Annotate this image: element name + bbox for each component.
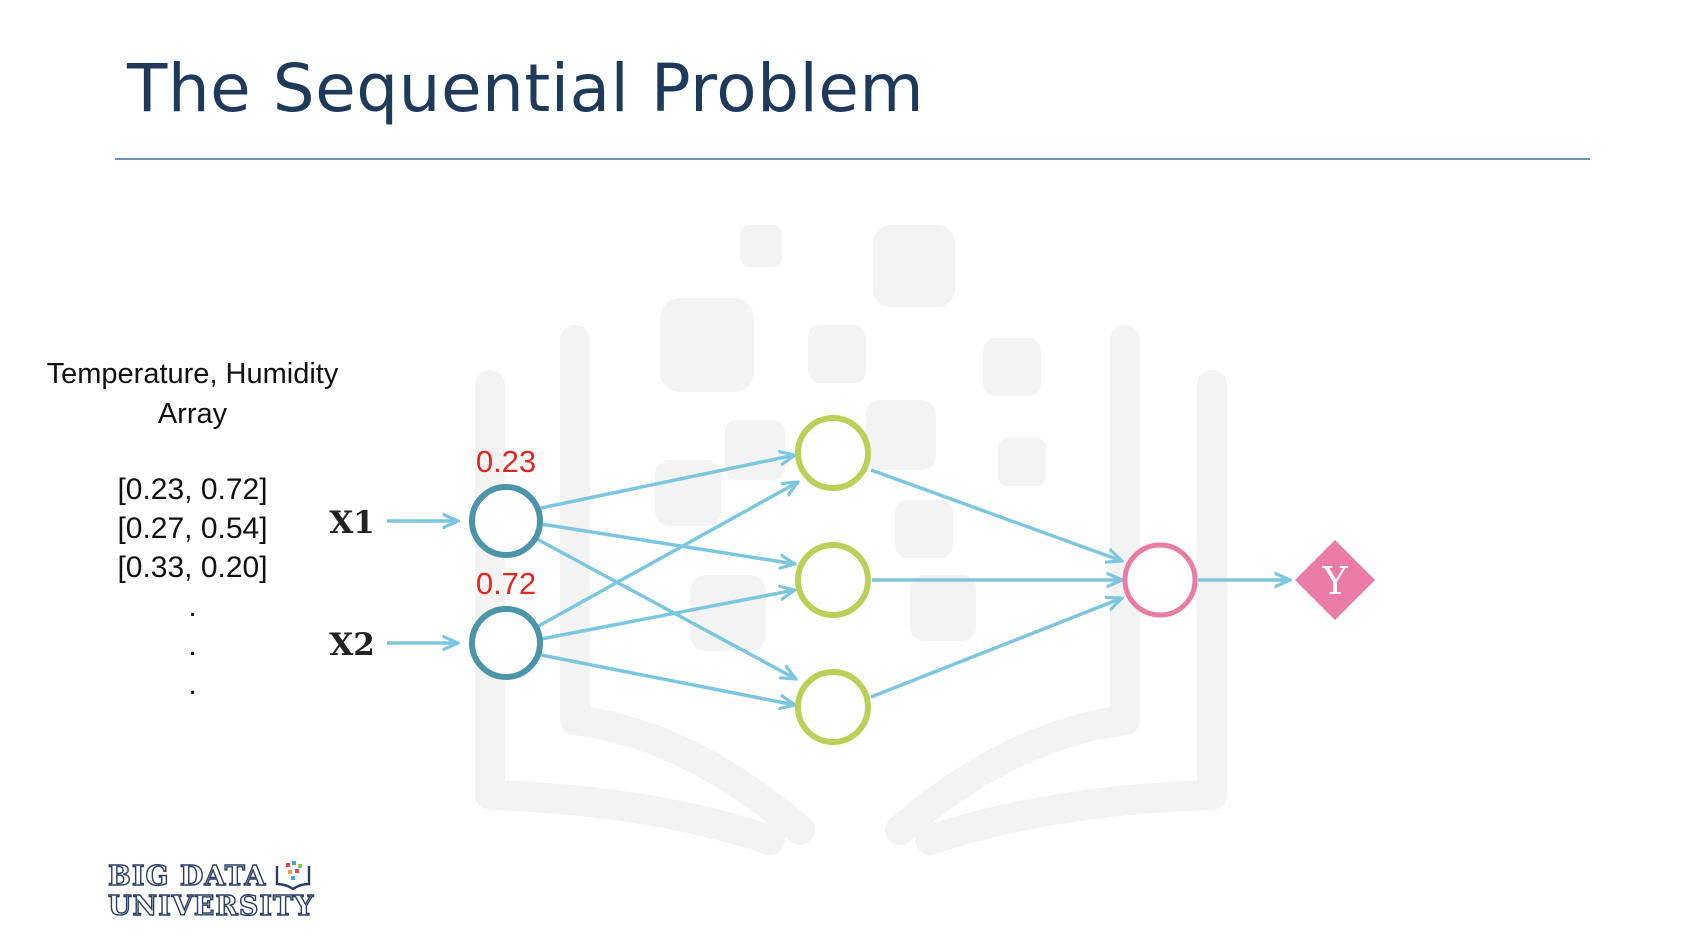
input-array-row: [0.23, 0.72]	[117, 473, 268, 506]
edge-h1-out	[870, 468, 1122, 561]
input-caption-line: Array	[157, 398, 228, 430]
output-y-label: Y	[1321, 559, 1348, 603]
input-node-x1	[469, 484, 543, 558]
hidden-node	[795, 669, 871, 745]
input-caption: Temperature, Humidity Array	[20, 354, 365, 434]
input-node-x2	[469, 606, 543, 680]
input-label-x2: X2	[329, 627, 375, 663]
edge-i2-h2	[540, 590, 795, 641]
input-label-x1: X1	[329, 505, 375, 541]
slide-title: The Sequential Problem	[127, 50, 925, 127]
logo-book-icon	[275, 861, 311, 890]
edge-i2-h3	[540, 653, 795, 705]
logo-line: BIG DATA	[107, 861, 267, 892]
output-node	[1122, 542, 1198, 618]
hidden-node	[795, 542, 871, 618]
edge-i1-h2	[540, 522, 795, 564]
title-divider	[115, 158, 1590, 160]
input-array-list: [0.23, 0.72] [0.27, 0.54] [0.33, 0.20] .…	[20, 470, 365, 704]
edge-i1-h3	[534, 536, 796, 679]
hidden-node	[795, 415, 871, 491]
ellipsis-dot: .	[188, 590, 197, 623]
logo-line: UNIVERSITY	[107, 891, 315, 922]
edge-i2-h1	[534, 482, 798, 630]
edge-i1-h1	[540, 455, 795, 510]
big-data-university-logo: BIG DATA UNIVERSITY	[107, 861, 315, 922]
input-caption-line: Temperature, Humidity	[46, 358, 339, 390]
input-value-x1: 0.23	[476, 444, 536, 479]
ellipsis-dot: .	[188, 629, 197, 662]
ellipsis-dot: .	[188, 668, 197, 701]
input-value-x2: 0.72	[476, 566, 536, 601]
input-array-row: [0.27, 0.54]	[117, 512, 268, 545]
edge-h3-out	[870, 598, 1122, 699]
output-y-diamond	[1295, 540, 1375, 620]
input-array-row: [0.33, 0.20]	[117, 551, 268, 584]
